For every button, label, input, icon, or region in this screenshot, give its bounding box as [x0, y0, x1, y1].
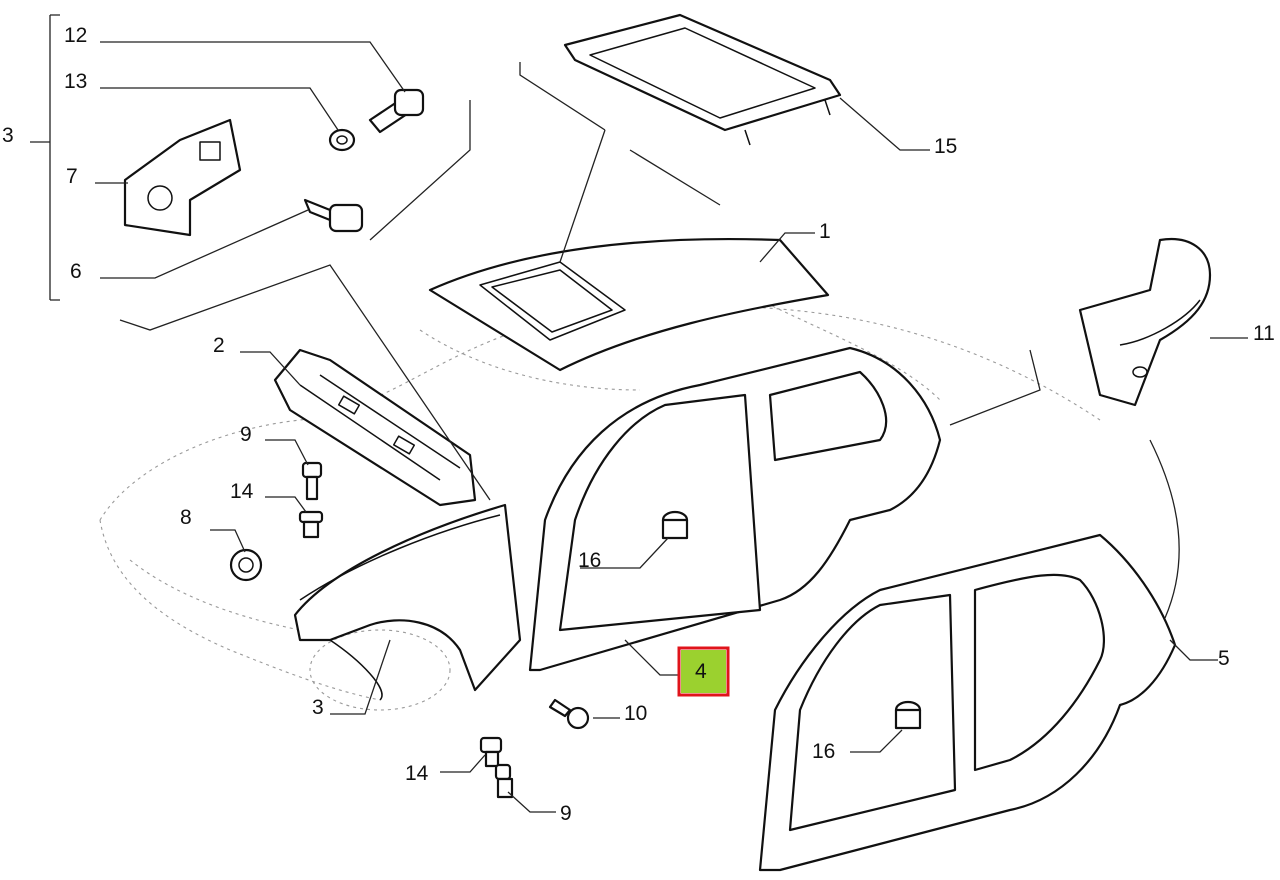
highlight-border — [677, 646, 730, 697]
callout-12: 12 — [64, 24, 87, 47]
front-body-side — [528, 346, 942, 672]
callout-11: 11 — [1253, 322, 1275, 345]
callout-15: 15 — [934, 135, 957, 158]
callout-8: 8 — [180, 506, 192, 529]
callout-14-bottom: 14 — [405, 762, 429, 785]
callout-1: 1 — [819, 220, 831, 243]
bolt-12 — [368, 88, 425, 134]
highlight-fill — [681, 650, 726, 693]
callout-14-top: 14 — [230, 480, 254, 503]
nut-8 — [229, 548, 263, 582]
callout-10: 10 — [624, 702, 647, 725]
front-crossmember — [273, 348, 477, 507]
plug-16-left — [661, 510, 689, 540]
callout-9-top: 9 — [240, 423, 252, 446]
callout-13: 13 — [64, 70, 87, 93]
callout-9-bottom: 9 — [560, 802, 572, 825]
clip-14-top — [298, 510, 324, 539]
callout-3-top: 3 — [2, 124, 14, 147]
rear-body-side — [758, 533, 1177, 872]
roof-panel — [428, 237, 830, 372]
highlighted-callout: 4 — [677, 646, 730, 697]
wheel-arch-panel — [1078, 237, 1212, 407]
callout-2: 2 — [213, 334, 225, 357]
bolt-9-top — [301, 461, 323, 501]
bolt-10 — [548, 698, 590, 730]
leader-lines — [95, 41, 1248, 813]
callout-16-right: 16 — [812, 740, 835, 763]
callout-16-left: 16 — [578, 549, 601, 572]
front-wing — [293, 503, 522, 701]
callout-5: 5 — [1218, 647, 1230, 670]
clip-14-bottom — [479, 736, 503, 768]
callout-7: 7 — [66, 165, 78, 188]
bolt-9-bottom — [494, 763, 514, 799]
callout-6: 6 — [70, 260, 82, 283]
callout-4: 4 — [695, 660, 707, 683]
callout-3-bottom: 3 — [312, 696, 324, 719]
group-bracket-line — [30, 14, 60, 301]
sunroof-frame — [563, 13, 842, 146]
plug-16-right — [894, 700, 922, 730]
washer-13 — [328, 128, 356, 152]
mounting-bracket — [123, 118, 242, 237]
bolt-6 — [303, 198, 364, 233]
